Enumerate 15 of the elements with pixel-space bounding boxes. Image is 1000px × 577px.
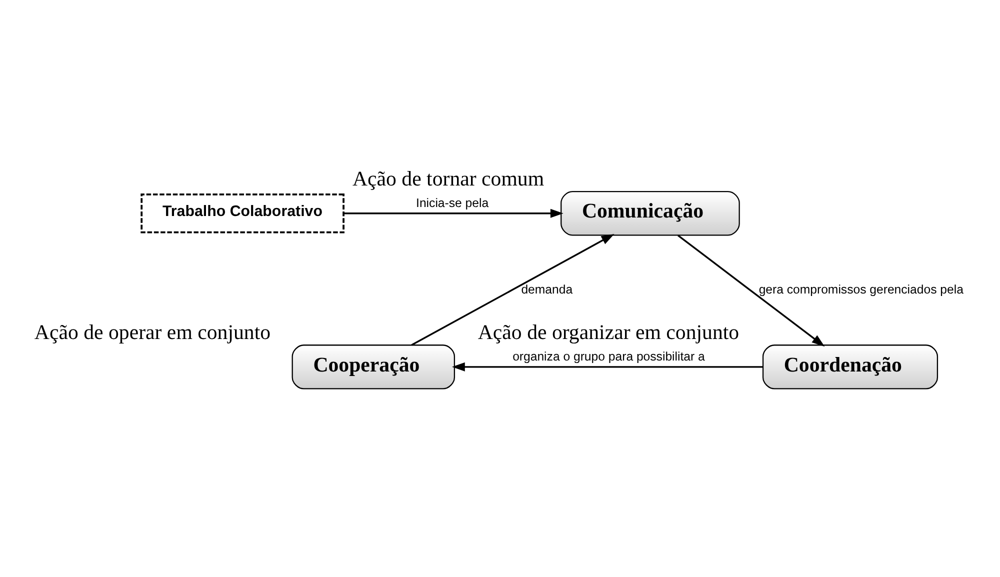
node-label: Ação de tornar comum <box>352 166 544 190</box>
edge-label: Inicia-se pela <box>416 196 489 210</box>
edge-label: organiza o grupo para possibilitar a <box>512 349 705 364</box>
edge-label: demanda <box>521 282 573 296</box>
arrow <box>411 233 614 346</box>
node-box: Coordenação <box>762 344 938 389</box>
node-box: Trabalho Colaborativo <box>140 192 344 233</box>
arrow <box>452 362 763 371</box>
arrow <box>344 208 564 218</box>
arrow <box>678 234 825 346</box>
node-label: Ação de organizar em conjunto <box>478 320 740 344</box>
node-label: Ação de operar em conjunto <box>34 320 271 344</box>
node-box: Cooperação <box>292 344 456 389</box>
node-box: Comunicação <box>560 190 740 236</box>
edge-label: gera compromissos gerenciados pela <box>758 282 964 296</box>
